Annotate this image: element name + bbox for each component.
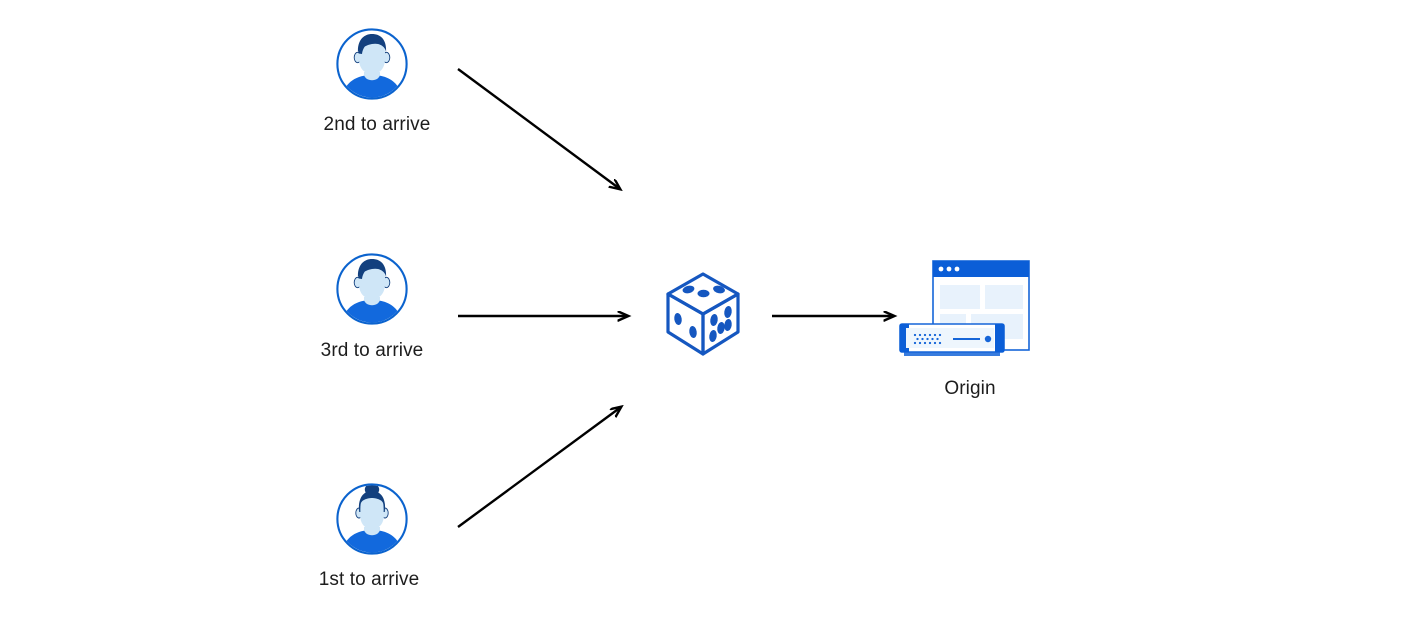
randomizer-node[interactable] bbox=[658, 268, 748, 360]
user-avatar-top[interactable] bbox=[334, 26, 410, 102]
user-top-label: 2nd to arrive bbox=[323, 114, 431, 135]
user-bottom-label: 1st to arrive bbox=[318, 569, 420, 590]
user-avatar-male-icon bbox=[336, 28, 408, 100]
user-avatar-female-icon bbox=[336, 483, 408, 555]
server-appliance-graphic bbox=[899, 323, 1005, 356]
origin-server-icon bbox=[899, 260, 1030, 356]
user-avatar-middle[interactable] bbox=[334, 251, 410, 327]
arrow-user-bottom-to-dice bbox=[457, 407, 621, 528]
user-avatar-male-icon bbox=[336, 253, 408, 325]
user-middle-label: 3rd to arrive bbox=[320, 340, 424, 361]
dice-icon bbox=[666, 272, 740, 356]
origin-label: Origin bbox=[944, 378, 996, 399]
user-avatar-bottom[interactable] bbox=[334, 481, 410, 557]
origin-node[interactable] bbox=[896, 256, 1046, 366]
